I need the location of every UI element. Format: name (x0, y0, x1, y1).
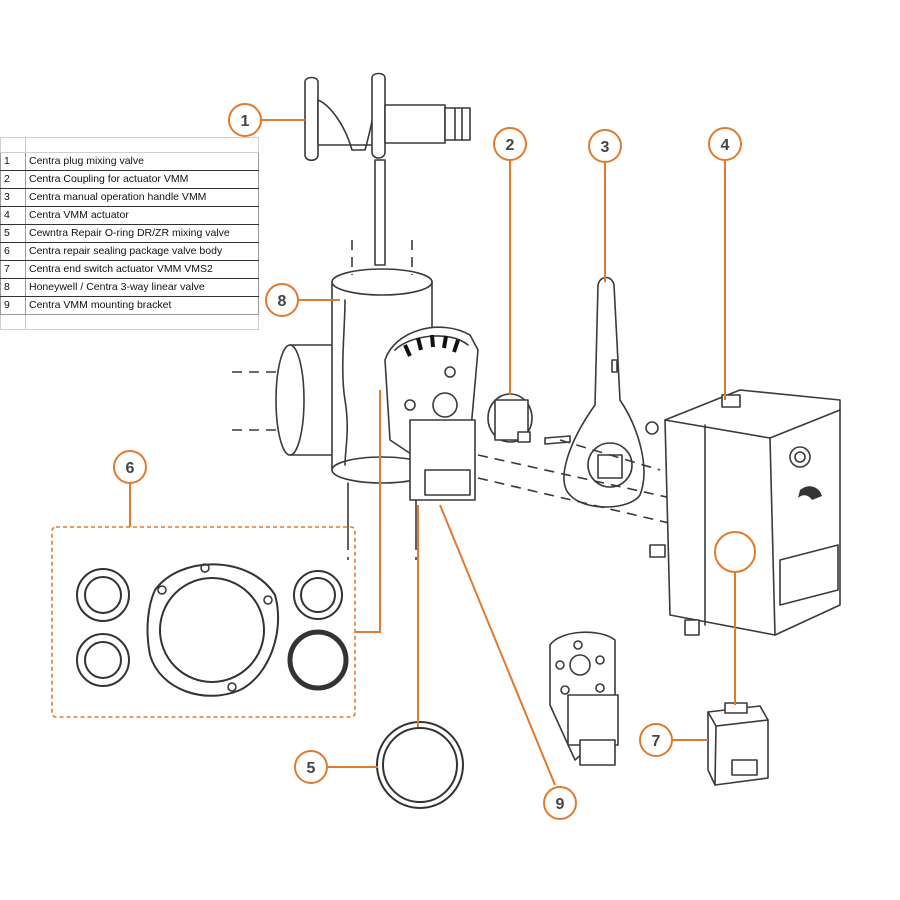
part-description: Centra VMM mounting bracket (25, 296, 259, 315)
svg-text:3: 3 (601, 139, 610, 156)
callout-4: 4 (708, 127, 742, 161)
leader-lines (129, 119, 736, 786)
mounting-bracket (549, 631, 619, 766)
o-ring (376, 721, 464, 809)
svg-text:9: 9 (556, 796, 565, 813)
vmm-actuator (649, 389, 841, 636)
callout-7: 7 (639, 723, 673, 757)
callout-9: 9 (543, 786, 577, 820)
callout-8: 8 (265, 283, 299, 317)
part-description: Centra VMM actuator (25, 206, 259, 225)
valve-mounting-plate (384, 326, 479, 501)
coupling (487, 393, 571, 445)
svg-text:4: 4 (721, 137, 730, 154)
plug-mixing-valve (304, 72, 471, 162)
callout-2: 2 (493, 127, 527, 161)
svg-text:2: 2 (506, 137, 515, 154)
callout-4-marker (714, 531, 756, 573)
part-description: Centra repair sealing package valve body (25, 242, 259, 261)
table-empty-row (0, 314, 259, 330)
end-switch (707, 702, 769, 786)
svg-text:6: 6 (126, 460, 135, 477)
svg-text:1: 1 (241, 113, 250, 130)
svg-text:7: 7 (652, 733, 661, 750)
callout-3: 3 (588, 129, 622, 163)
callout-6: 6 (113, 450, 147, 484)
part-description: Centra end switch actuator VMM VMS2 (25, 260, 259, 279)
svg-text:5: 5 (307, 760, 316, 777)
part-description: Cewntra Repair O-ring DR/ZR mixing valve (25, 224, 259, 243)
sealing-package (51, 526, 356, 718)
callout-5: 5 (294, 750, 328, 784)
manual-operation-handle (563, 276, 659, 508)
callout-1: 1 (228, 103, 262, 137)
svg-text:8: 8 (278, 293, 287, 310)
